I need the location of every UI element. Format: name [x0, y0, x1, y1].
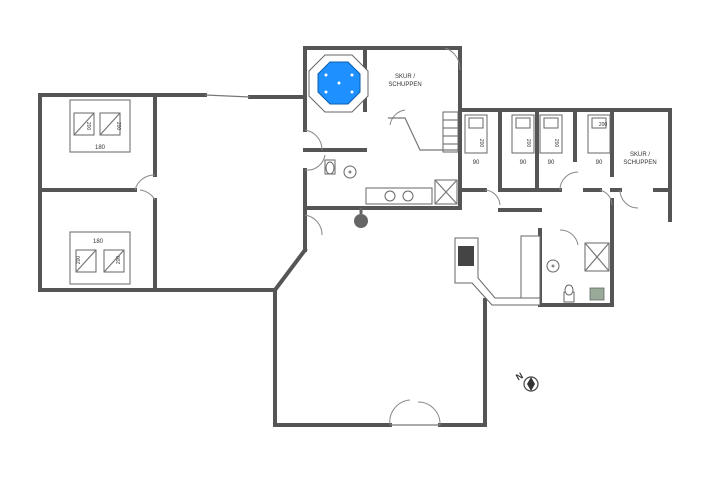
bunk-width-label: 90	[520, 160, 527, 166]
cooktop	[458, 246, 474, 266]
shed-right: SKUR / SCHUPPEN	[623, 152, 656, 166]
shed-label: SKUR /	[630, 152, 650, 158]
bathroom	[546, 242, 610, 303]
bunk-rooms: 200 90 200 90 200 90 200 90	[464, 114, 611, 166]
bed-length-label: 200	[76, 256, 82, 265]
bunk-length-label: 200	[525, 139, 531, 148]
spa-room	[308, 54, 369, 113]
bed-size-label: 180	[95, 145, 106, 151]
bed-length-label: 200	[116, 256, 122, 265]
shed-top: SKUR / SCHUPPEN	[388, 74, 421, 88]
doors	[134, 47, 639, 426]
bunk-width-label: 90	[596, 160, 603, 166]
wood-stove	[354, 214, 368, 228]
compass-north-label: N	[514, 370, 525, 382]
compass: N	[514, 370, 539, 392]
bunk-width-label: 90	[473, 160, 480, 166]
bunk-length-label: 200	[478, 139, 484, 148]
bunk-width-label: 90	[548, 160, 555, 166]
bed-length-label: 200	[85, 122, 91, 131]
bed-size-label: 180	[93, 239, 104, 245]
shed-label: SCHUPPEN	[623, 160, 656, 166]
bed-length-label: 200	[115, 122, 121, 131]
bedroom-top: 180 200 200	[69, 99, 131, 153]
exterior-walls	[38, 46, 672, 427]
wc-utility	[324, 159, 458, 205]
shed-label: SKUR /	[395, 74, 415, 80]
bedroom-bottom: 180 200 200	[69, 231, 131, 285]
kitchen	[454, 235, 541, 306]
bunk-length-label: 200	[553, 139, 559, 148]
shed-label: SCHUPPEN	[388, 82, 421, 88]
bunk-length-label: 200	[599, 122, 608, 128]
stairs	[388, 111, 459, 153]
